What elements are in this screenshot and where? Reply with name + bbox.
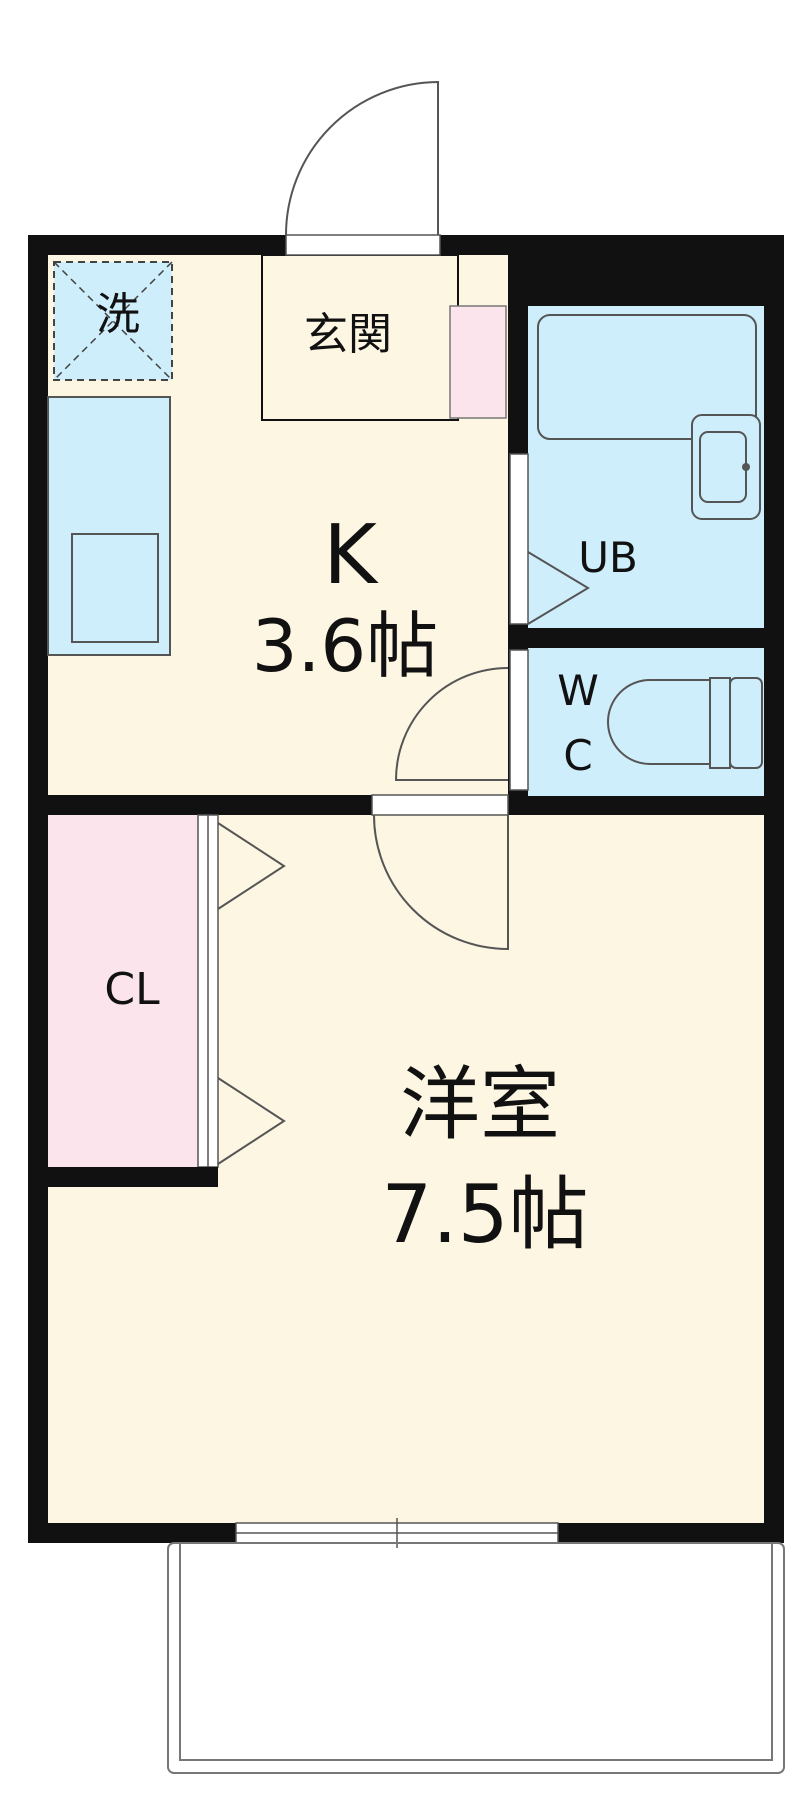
toilet-label-c: C <box>563 731 593 780</box>
toilet-seat-edge <box>709 677 731 769</box>
closet-label: CL <box>104 964 160 1015</box>
washbasin <box>691 414 761 520</box>
toilet-label-w: W <box>557 666 599 715</box>
toilet-bowl <box>607 679 711 765</box>
western-room-name: 洋室 <box>400 1058 560 1151</box>
entrance-label: 玄関 <box>304 309 392 360</box>
kitchen-name: K <box>323 508 377 603</box>
unit-bath-label: UB <box>578 533 638 582</box>
room-door-swing <box>373 814 509 951</box>
toilet-tank <box>729 677 763 769</box>
bath-door-swing <box>527 551 590 625</box>
washer-diagonal-2 <box>53 261 173 381</box>
faucet <box>742 463 750 471</box>
kitchen-size: 3.6帖 <box>251 604 439 688</box>
western-room-size: 7.5帖 <box>381 1168 589 1261</box>
closet-door-swing-bottom <box>217 1077 286 1165</box>
closet-floor <box>48 815 198 1167</box>
closet-wall <box>48 1167 218 1187</box>
closet-door-swing-top <box>217 822 286 910</box>
toilet-door-frame <box>509 649 529 791</box>
shoe-cabinet <box>449 305 507 419</box>
bath-door-frame <box>509 453 529 625</box>
entrance-door-frame <box>285 234 441 256</box>
toilet-door-swing <box>394 667 509 781</box>
balcony-outline <box>167 1542 785 1774</box>
washer-diagonal-1 <box>53 261 173 381</box>
bathtub <box>537 314 757 440</box>
kitchen-sink <box>71 533 159 643</box>
entrance-door-swing <box>285 80 439 236</box>
balcony-inner-rail <box>179 1543 773 1761</box>
washer-label: 洗 <box>96 289 140 340</box>
room-door-frame <box>371 794 509 816</box>
entrance-floor <box>261 254 459 421</box>
